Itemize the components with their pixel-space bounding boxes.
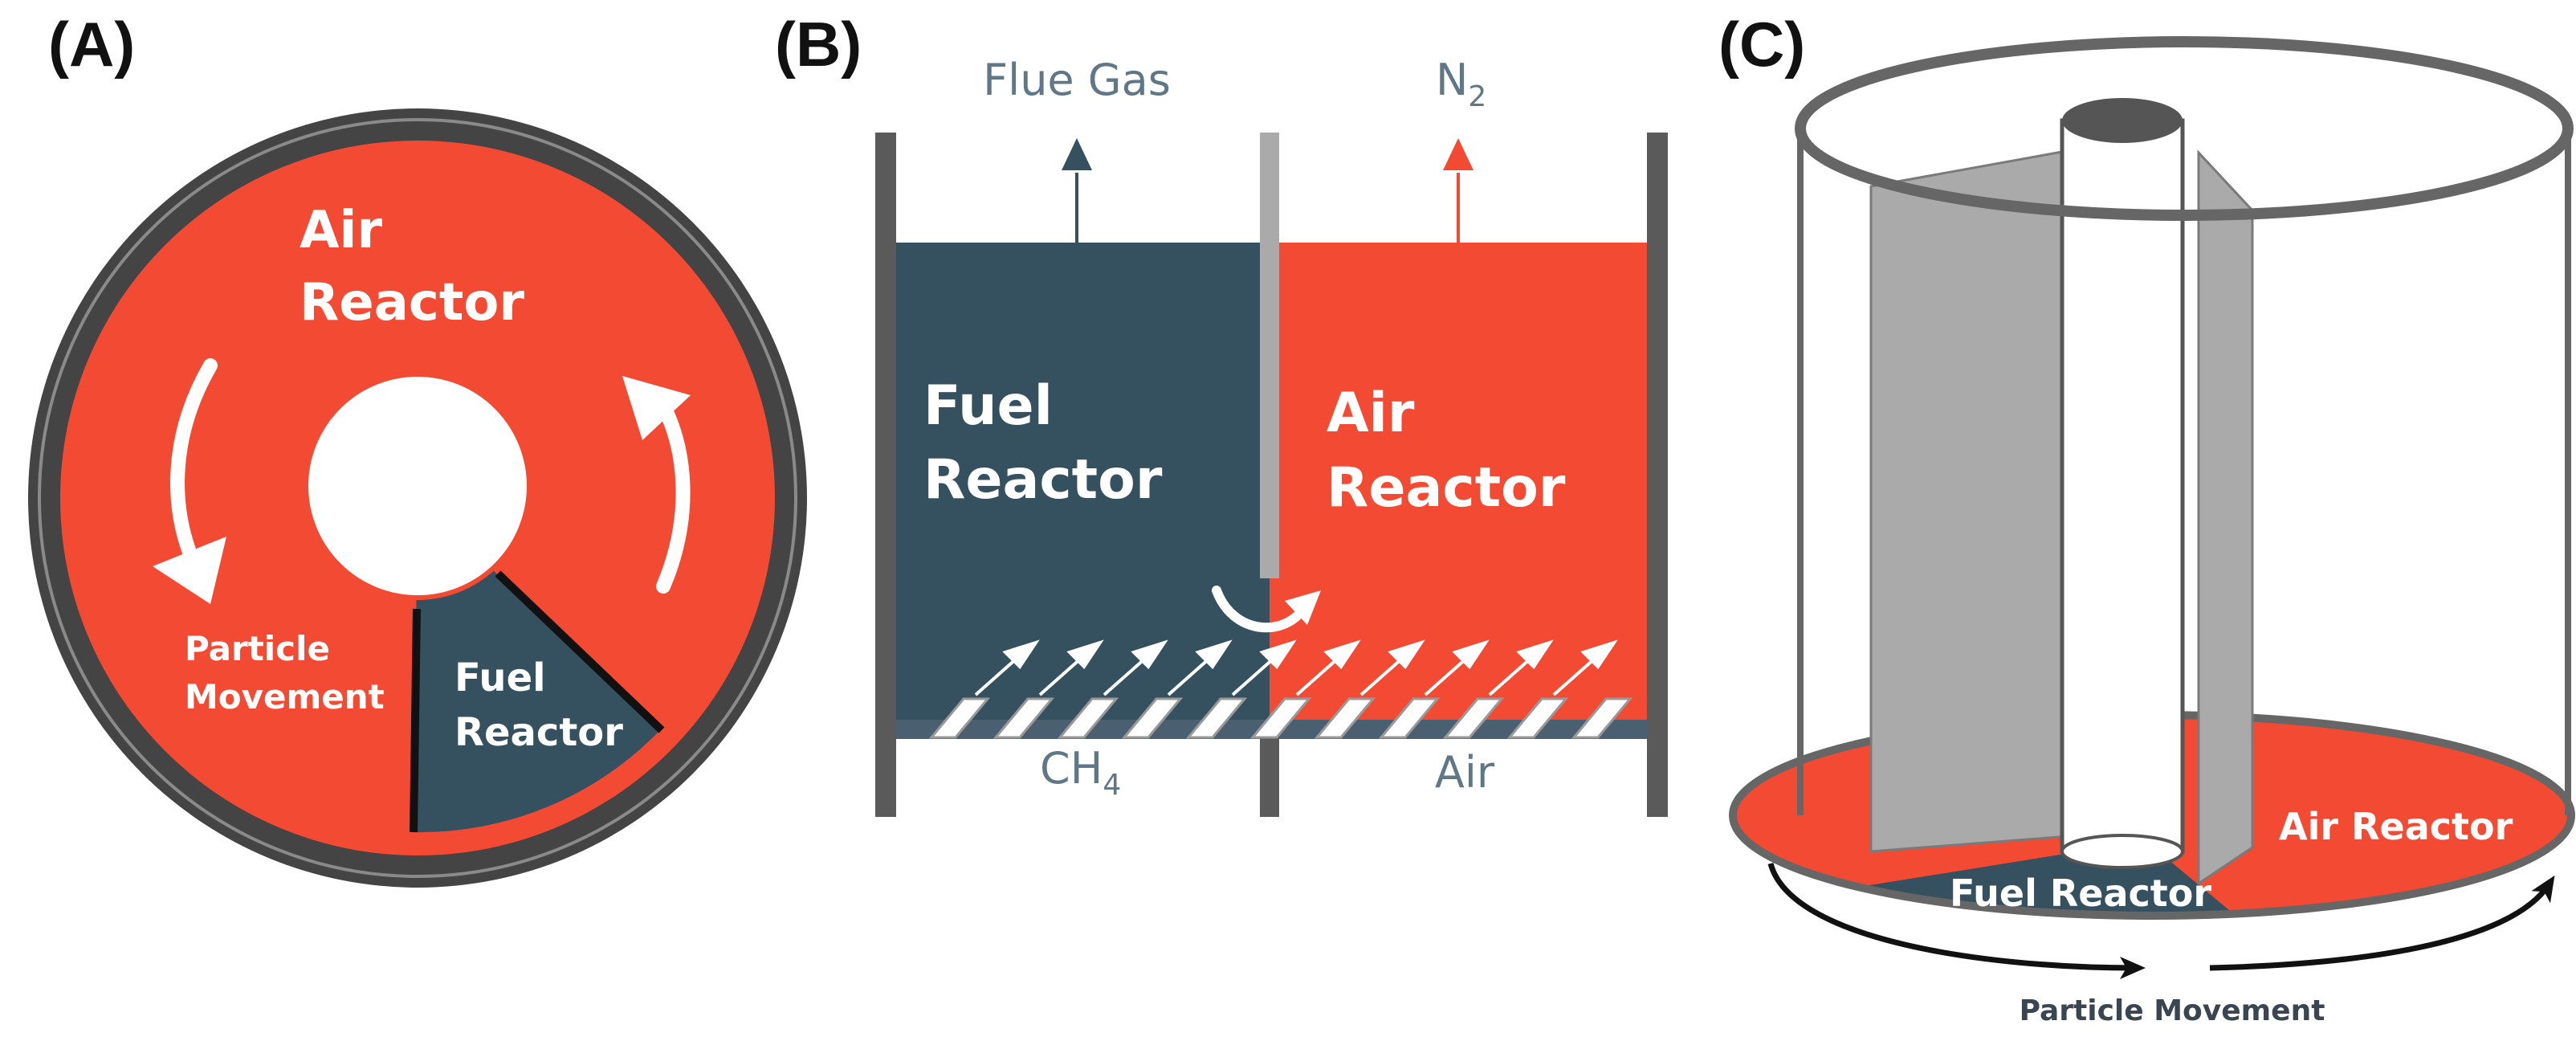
air-reactor-label-line1: Air — [1327, 382, 1415, 445]
panel-b-label: (B) — [775, 9, 862, 80]
particle-movement-label-line2: Movement — [185, 677, 385, 717]
particle-movement-arrow-left — [1767, 863, 2146, 979]
fuel-reactor-label-line2: Reactor — [923, 448, 1163, 512]
air-reactor-label: Air Reactor — [2279, 805, 2513, 848]
nozzle — [1057, 697, 1119, 739]
left-wall — [875, 133, 896, 817]
particle-arrow-left-head — [153, 537, 226, 604]
particle-movement-arrow-right — [2209, 875, 2555, 971]
central-column — [304, 372, 532, 600]
ch4-label: CH4 — [1040, 743, 1121, 802]
air-inlet-label: Air — [1435, 747, 1495, 798]
baffle-lower — [1260, 739, 1279, 817]
air-reactor-label-line1: Air — [300, 201, 382, 260]
flue-gas-arrow-head — [1062, 138, 1092, 170]
nozzle — [992, 697, 1055, 739]
baffle-upper — [1260, 133, 1279, 578]
air-reactor-label-line2: Reactor — [300, 273, 524, 333]
n2-label-subscript: 2 — [1468, 80, 1486, 113]
nozzle — [1249, 697, 1312, 739]
flue-gas-label: Flue Gas — [983, 55, 1171, 105]
ch4-label-subscript: 4 — [1103, 769, 1121, 802]
right-wall — [1647, 133, 1668, 817]
nozzle — [1121, 697, 1184, 739]
baffle-plate-right — [2197, 149, 2254, 886]
particle-arrow-left — [170, 358, 218, 582]
nozzle — [1314, 697, 1376, 739]
outer-ring-highlight — [38, 118, 797, 878]
transfer-arrow — [1212, 586, 1310, 633]
nozzle — [1185, 697, 1248, 739]
distributor-nozzles — [928, 697, 1633, 739]
panel-b: (B) — [775, 9, 1668, 817]
wedge-divider-left — [410, 608, 421, 833]
n2-label: N2 — [1436, 55, 1486, 113]
transfer-arrow-head — [1285, 590, 1321, 625]
particle-movement-label: Particle Movement — [2020, 994, 2325, 1027]
particle-arrow-right-head — [622, 376, 691, 440]
central-cylinder-base — [2060, 834, 2184, 869]
wedge-divider-right — [495, 570, 665, 733]
nozzle — [928, 697, 991, 739]
nozzle — [1442, 697, 1505, 739]
fuel-reactor-label-line1: Fuel — [454, 655, 546, 700]
fuel-reactor-label-line2: Reactor — [454, 710, 623, 755]
nozzle — [1506, 697, 1569, 739]
baffle-plate-left — [1869, 147, 2081, 853]
n2-label-main: N — [1436, 55, 1468, 105]
fuel-reactor-label: Fuel Reactor — [1950, 872, 2211, 915]
nozzle — [1571, 697, 1633, 739]
air-reactor-label-line2: Reactor — [1327, 456, 1566, 520]
n2-arrow-head — [1443, 138, 1473, 170]
panel-c: (C) Air Reactor Fuel Reactor Particle Mo… — [1718, 9, 2575, 1027]
nozzle — [1378, 697, 1441, 739]
panel-c-label: (C) — [1718, 9, 1805, 80]
central-cylinder-top — [2062, 98, 2183, 143]
fuel-reactor-label-line1: Fuel — [923, 374, 1053, 438]
central-cylinder — [2060, 118, 2185, 854]
panel-a-label: (A) — [48, 9, 135, 80]
panel-a: (A) Air Reactor Particle Movement Fuel R… — [28, 9, 807, 888]
vessel-top-rim — [1795, 36, 2574, 221]
gas-injection-arrows — [974, 639, 1618, 696]
particle-movement-label-line1: Particle — [185, 629, 330, 668]
ch4-label-main: CH — [1040, 743, 1103, 794]
